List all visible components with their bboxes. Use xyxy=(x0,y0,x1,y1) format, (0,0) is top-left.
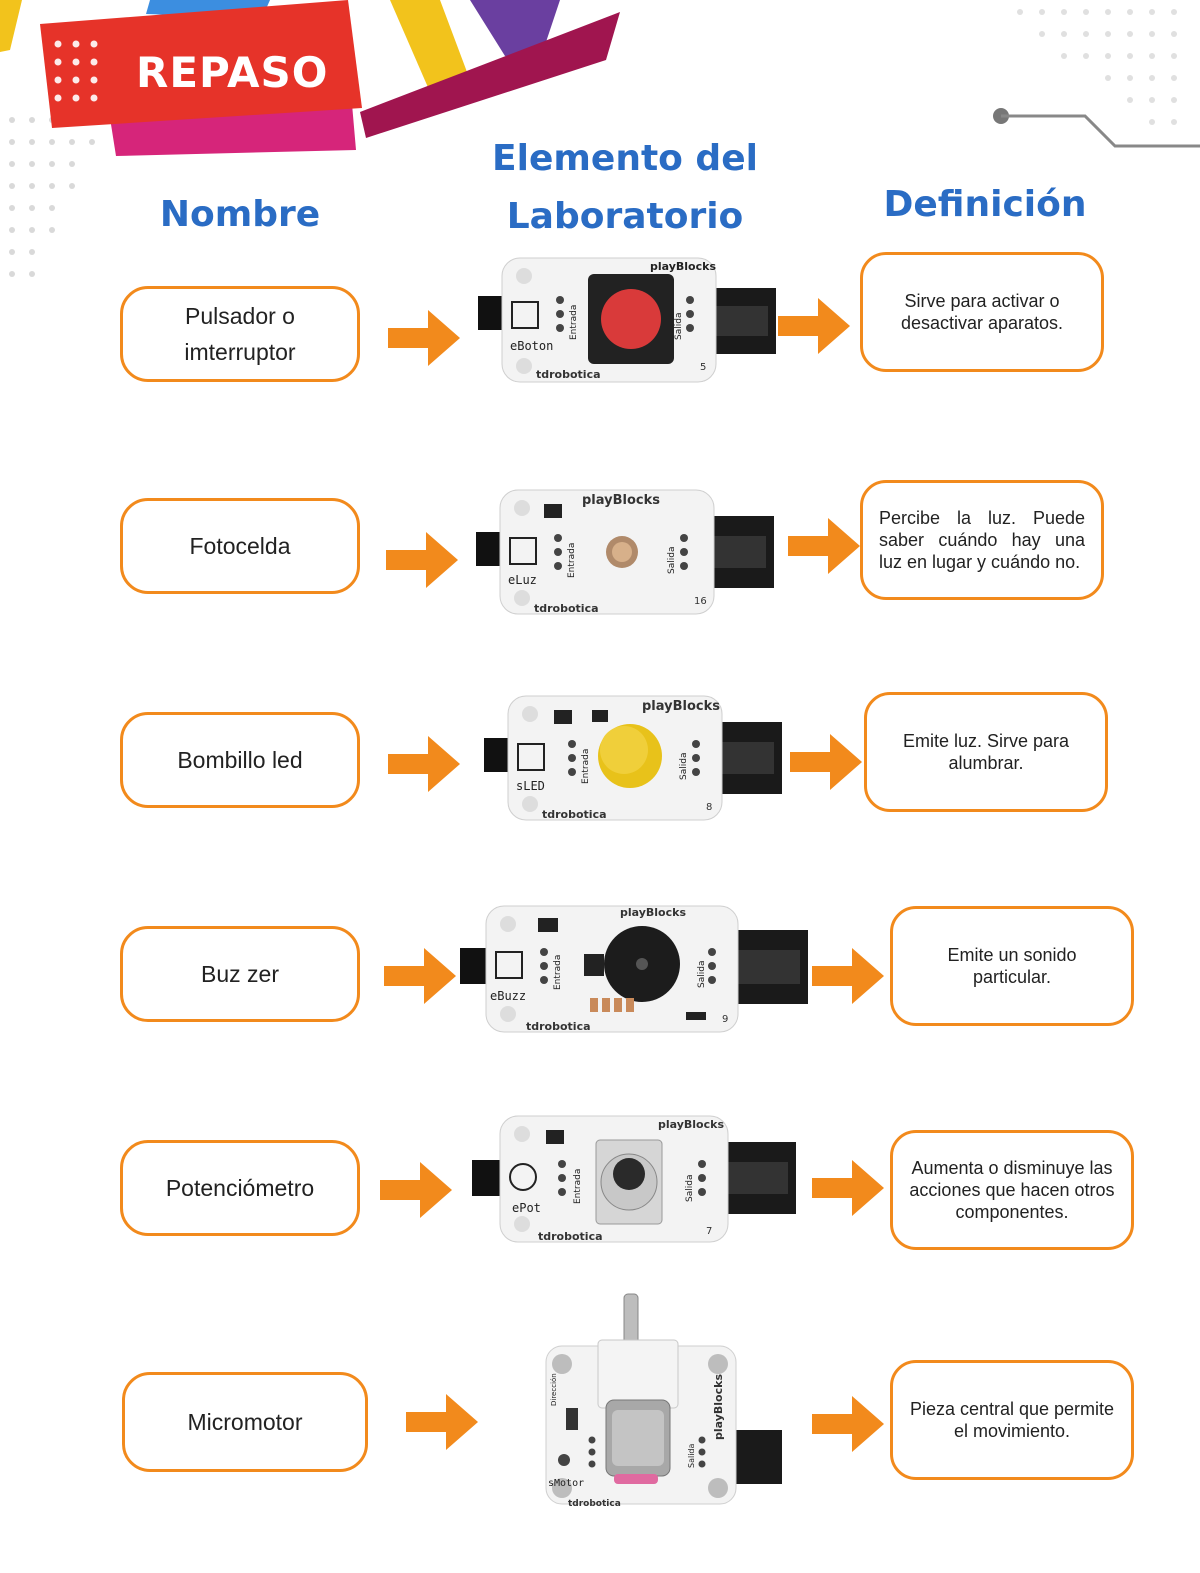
module-title: playBlocks xyxy=(658,1118,724,1131)
arrow-right-icon xyxy=(388,310,460,366)
module-sled: playBlocks sLED Entrada Salida tdrobotic… xyxy=(484,695,782,821)
module-label: sLED xyxy=(516,779,545,793)
module-label: eLuz xyxy=(508,573,537,587)
arrow-right-icon xyxy=(380,1162,452,1218)
module-brand: tdrobotica xyxy=(536,368,601,381)
circuit-line-icon xyxy=(993,108,1200,148)
module-in: Entrada xyxy=(581,749,591,784)
module-brand: tdrobotica xyxy=(526,1020,591,1033)
module-title: playBlocks xyxy=(650,260,716,273)
module-epot: playBlocks ePot Entrada Salida tdrobotic… xyxy=(472,1115,796,1243)
definition-box-micromotor: Pieza central que permite el movimiento. xyxy=(890,1360,1134,1480)
header-nombre: Nombre xyxy=(159,194,321,235)
arrow-right-icon xyxy=(386,532,458,588)
module-number: 8 xyxy=(706,802,712,813)
definition-text: Percibe la luz. Puede saber cuándo hay u… xyxy=(879,508,1085,572)
module-title: playBlocks xyxy=(642,699,720,714)
module-label: sMotor xyxy=(548,1478,584,1489)
module-title: playBlocks xyxy=(712,1374,725,1440)
module-number: 16 xyxy=(694,596,707,607)
arrow-right-icon xyxy=(778,298,850,354)
module-title: playBlocks xyxy=(582,493,660,508)
module-brand: tdrobotica xyxy=(538,1230,603,1243)
module-in: Entrada xyxy=(553,955,563,990)
name-box-pulsador: Pulsador o imterruptor xyxy=(120,286,360,382)
name-box-fotocelda: Fotocelda xyxy=(120,498,360,594)
module-out: Salida xyxy=(685,1175,695,1202)
arrow-right-icon xyxy=(384,948,456,1004)
name-box-micromotor: Micromotor xyxy=(122,1372,368,1472)
definition-box-potenciometro: Aumenta o disminuye las acciones que hac… xyxy=(890,1130,1134,1250)
name-text: Micromotor xyxy=(187,1409,303,1435)
header-definicion: Definición xyxy=(883,184,1087,225)
name-box-buzzer: Buz zer xyxy=(120,926,360,1022)
module-eluz: playBlocks eLuz Entrada Salida tdrobotic… xyxy=(476,489,774,615)
module-number: 7 xyxy=(706,1226,712,1237)
definition-text: Sirve para activar o desactivar aparatos… xyxy=(900,291,1064,333)
name-text: Pulsador o xyxy=(185,303,295,329)
name-text: imterruptor xyxy=(184,339,296,365)
arrow-right-icon xyxy=(812,948,884,1004)
module-title: playBlocks xyxy=(620,906,686,919)
definition-text: Emite luz. Sirve para alumbrar. xyxy=(902,731,1070,773)
module-brand: tdrobotica xyxy=(542,808,607,821)
module-out: Salida xyxy=(674,313,684,340)
definition-box-pulsador: Sirve para activar o desactivar aparatos… xyxy=(860,252,1104,372)
banner-dots xyxy=(54,40,98,102)
module-label: eBuzz xyxy=(490,989,526,1003)
module-out: Salida xyxy=(679,753,689,780)
name-text: Buz zer xyxy=(201,961,279,987)
arrow-right-icon xyxy=(790,734,862,790)
definition-box-buzzer: Emite un sonido particular. xyxy=(890,906,1134,1026)
header-decoration xyxy=(0,0,1200,277)
module-in: Entrada xyxy=(569,305,579,340)
module-label: eBoton xyxy=(510,339,553,353)
module-ebuzz: playBlocks eBuzz Entrada Salida tdroboti… xyxy=(460,905,808,1033)
arrow-right-icon xyxy=(788,518,860,574)
module-number: 5 xyxy=(700,362,706,373)
module-in: Entrada xyxy=(567,543,577,578)
definition-text: Aumenta o disminuye las acciones que hac… xyxy=(909,1158,1115,1222)
module-in: Dirección xyxy=(550,1373,558,1406)
name-box-potenciometro: Potenciómetro xyxy=(120,1140,360,1236)
definition-box-fotocelda: Percibe la luz. Puede saber cuándo hay u… xyxy=(860,480,1104,600)
header-elemento-line2: Laboratorio xyxy=(506,196,744,237)
definition-text: Pieza central que permite el movimiento. xyxy=(909,1399,1115,1441)
arrow-right-icon xyxy=(406,1394,478,1450)
module-brand: tdrobotica xyxy=(568,1499,621,1509)
header-elemento-line1: Elemento del xyxy=(492,138,758,179)
dot-pattern-left xyxy=(9,117,95,277)
arrow-right-icon xyxy=(388,736,460,792)
dot-pattern-right xyxy=(1017,9,1177,125)
module-out: Salida xyxy=(667,547,677,574)
name-box-bombillo: Bombillo led xyxy=(120,712,360,808)
module-label: ePot xyxy=(512,1201,541,1215)
arrow-right-icon xyxy=(812,1160,884,1216)
arrow-right-icon xyxy=(812,1396,884,1452)
definition-box-bombillo: Emite luz. Sirve para alumbrar. xyxy=(864,692,1108,812)
name-text: Bombillo led xyxy=(177,747,303,773)
module-in: Entrada xyxy=(573,1169,583,1204)
module-smotor: playBlocks sMotor Dirección Salida tdrob… xyxy=(545,1293,782,1509)
name-text: Fotocelda xyxy=(189,533,291,559)
module-number: 9 xyxy=(722,1014,728,1025)
module-eboton: playBlocks eBoton Entrada Salida tdrobot… xyxy=(478,257,776,383)
module-brand: tdrobotica xyxy=(534,602,599,615)
module-out: Salida xyxy=(687,1443,696,1468)
banner-title: REPASO xyxy=(136,48,329,97)
definition-text: Emite un sonido particular. xyxy=(947,945,1077,987)
header-elemento: Elemento del Laboratorio xyxy=(470,130,780,246)
module-out: Salida xyxy=(697,961,707,988)
name-text: Potenciómetro xyxy=(165,1175,315,1201)
